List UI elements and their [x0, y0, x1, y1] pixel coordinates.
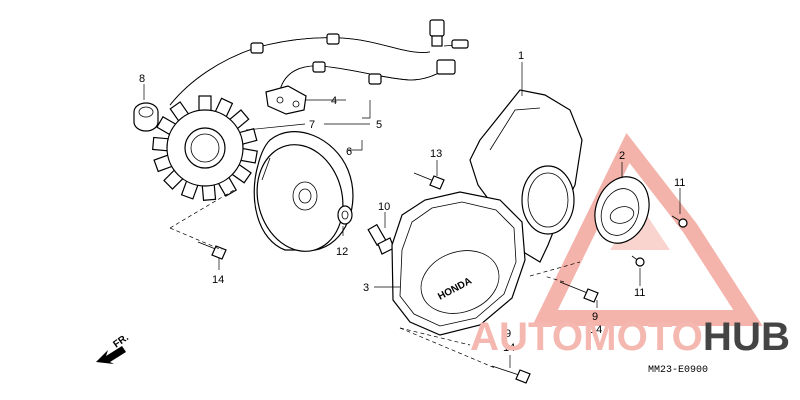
callout-4: 4 [331, 95, 337, 107]
washer [337, 205, 353, 225]
bushing [133, 102, 159, 132]
flywheel [253, 131, 354, 252]
front-direction-arrow: FR. [96, 332, 131, 364]
callout-13: 13 [430, 148, 442, 160]
watermark-part-auto: AUTO [470, 315, 583, 359]
assembly-lines [169, 189, 581, 369]
bolt-14-left [197, 241, 227, 260]
screw-11-top [671, 215, 688, 228]
cover-cap [594, 176, 650, 244]
callout-14-bottom: 14 [503, 342, 515, 354]
callout-12: 12 [336, 246, 348, 258]
bolt-13 [413, 172, 445, 190]
diagram-code: MM23-E0900 [648, 365, 708, 376]
bolt-9 [559, 281, 599, 303]
leader-lines [143, 62, 681, 368]
callout-11-top: 11 [674, 177, 685, 189]
callout-numbers: 1 2 3 4 5 6 7 8 9 10 11 11 12 13 14 14 1… [139, 50, 685, 354]
callout-8: 8 [139, 73, 145, 85]
callout-5: 5 [376, 119, 382, 131]
watermark-wordmark: AUTOMOTOHUB [470, 315, 790, 359]
stator [152, 95, 258, 201]
callout-9-bottom: 9 [505, 328, 511, 340]
screw-11-bottom [631, 255, 645, 267]
callout-1: 1 [518, 50, 524, 62]
callout-11-bottom: 11 [634, 287, 645, 299]
callout-6: 6 [346, 146, 352, 158]
direction-label: FR. [111, 332, 131, 350]
flywheel-bolt [367, 223, 395, 255]
callout-7: 7 [309, 119, 315, 131]
callout-14-right: 14 [590, 324, 602, 336]
callout-10: 10 [378, 201, 390, 213]
left-crankcase-cover: HONDA [391, 191, 526, 336]
rear-cover [469, 89, 583, 263]
callout-14-left: 14 [212, 274, 224, 286]
watermark-part-moto: MOTO [583, 315, 703, 359]
wiring-harness [169, 19, 469, 106]
watermark-part-hub: HUB [703, 315, 790, 359]
bolt-14-bottom [491, 365, 531, 384]
callout-9-right: 9 [592, 311, 598, 323]
callout-2: 2 [619, 150, 625, 162]
callout-3: 3 [363, 282, 369, 294]
pulse-generator [265, 85, 307, 115]
